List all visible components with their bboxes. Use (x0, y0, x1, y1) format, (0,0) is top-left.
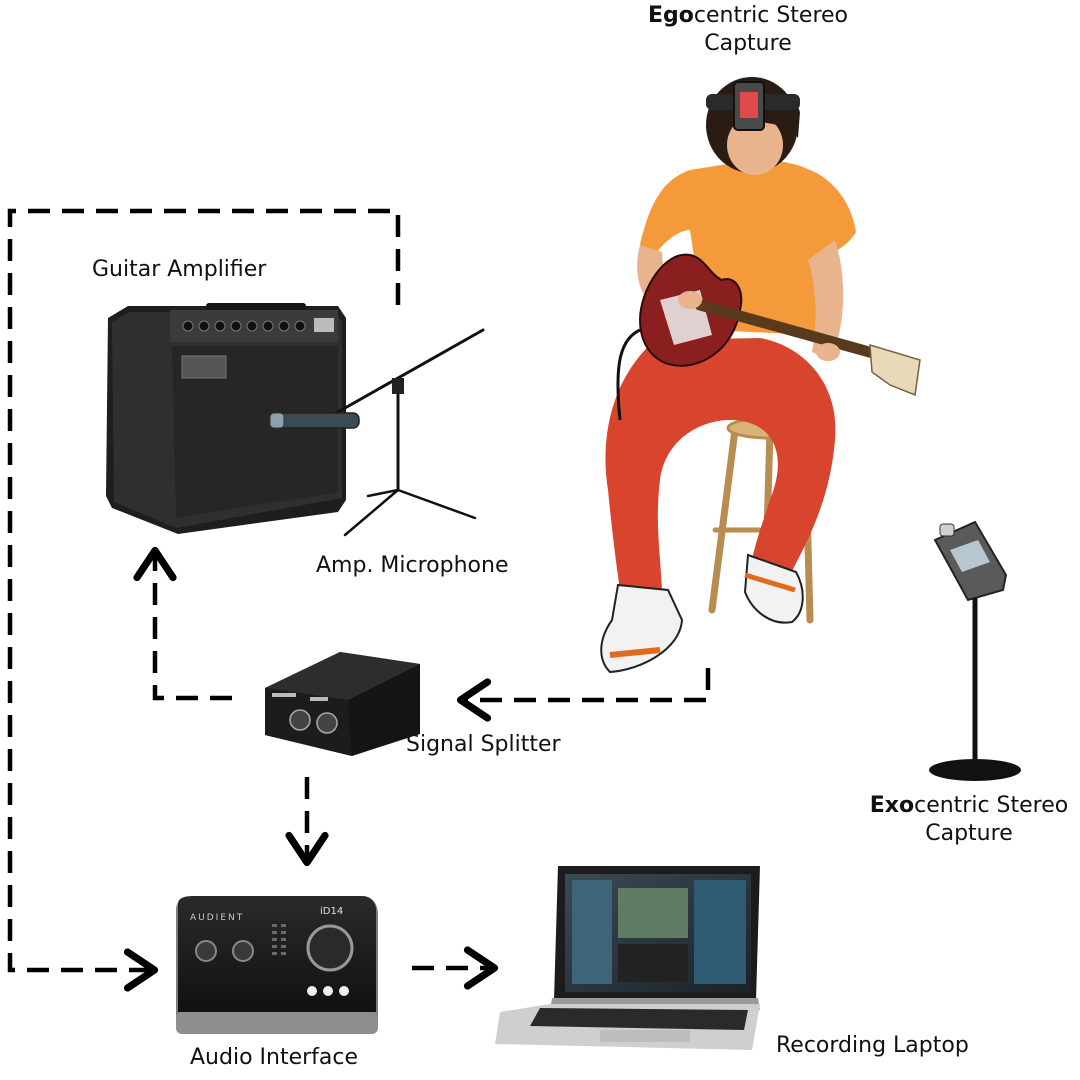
audio-interface-icon: AUDIENT iD14 (176, 896, 378, 1034)
guitar-amplifier-label: Guitar Amplifier (92, 257, 267, 282)
guitar-amplifier-icon (106, 303, 346, 534)
interface-model-text: iD14 (320, 906, 343, 917)
guitarist-figure (600, 77, 921, 674)
connection-lines (7, 208, 711, 992)
ego-rest-text: centric Stereo (693, 3, 849, 28)
exo-line2-text: Capture (925, 820, 1013, 846)
guitar-to-splitter-line (456, 668, 711, 722)
recording-laptop-icon (495, 866, 760, 1050)
splitter-to-amp-line (133, 546, 232, 701)
recording-laptop-label: Recording Laptop (776, 1033, 969, 1058)
amp-microphone-icon (269, 328, 485, 537)
ego-line2-text: Capture (704, 30, 792, 56)
audio-interface-label: Audio Interface (190, 1045, 359, 1070)
ego-bold-text: Ego (647, 3, 694, 28)
signal-splitter-icon (265, 652, 420, 756)
exocentric-capture-label: Exocentric Stereo Capture (862, 792, 1076, 847)
amp-microphone-label: Amp. Microphone (316, 553, 509, 578)
interface-brand-text: AUDIENT (190, 913, 244, 923)
mic-to-interface-line (7, 208, 401, 992)
exo-rest-text: centric Stereo (914, 793, 1069, 818)
exocentric-recorder-icon (929, 520, 1021, 781)
egocentric-capture-label: Egocentric Stereo Capture (640, 2, 856, 57)
signal-splitter-label: Signal Splitter (406, 732, 561, 757)
exo-bold-text: Exo (869, 793, 915, 818)
